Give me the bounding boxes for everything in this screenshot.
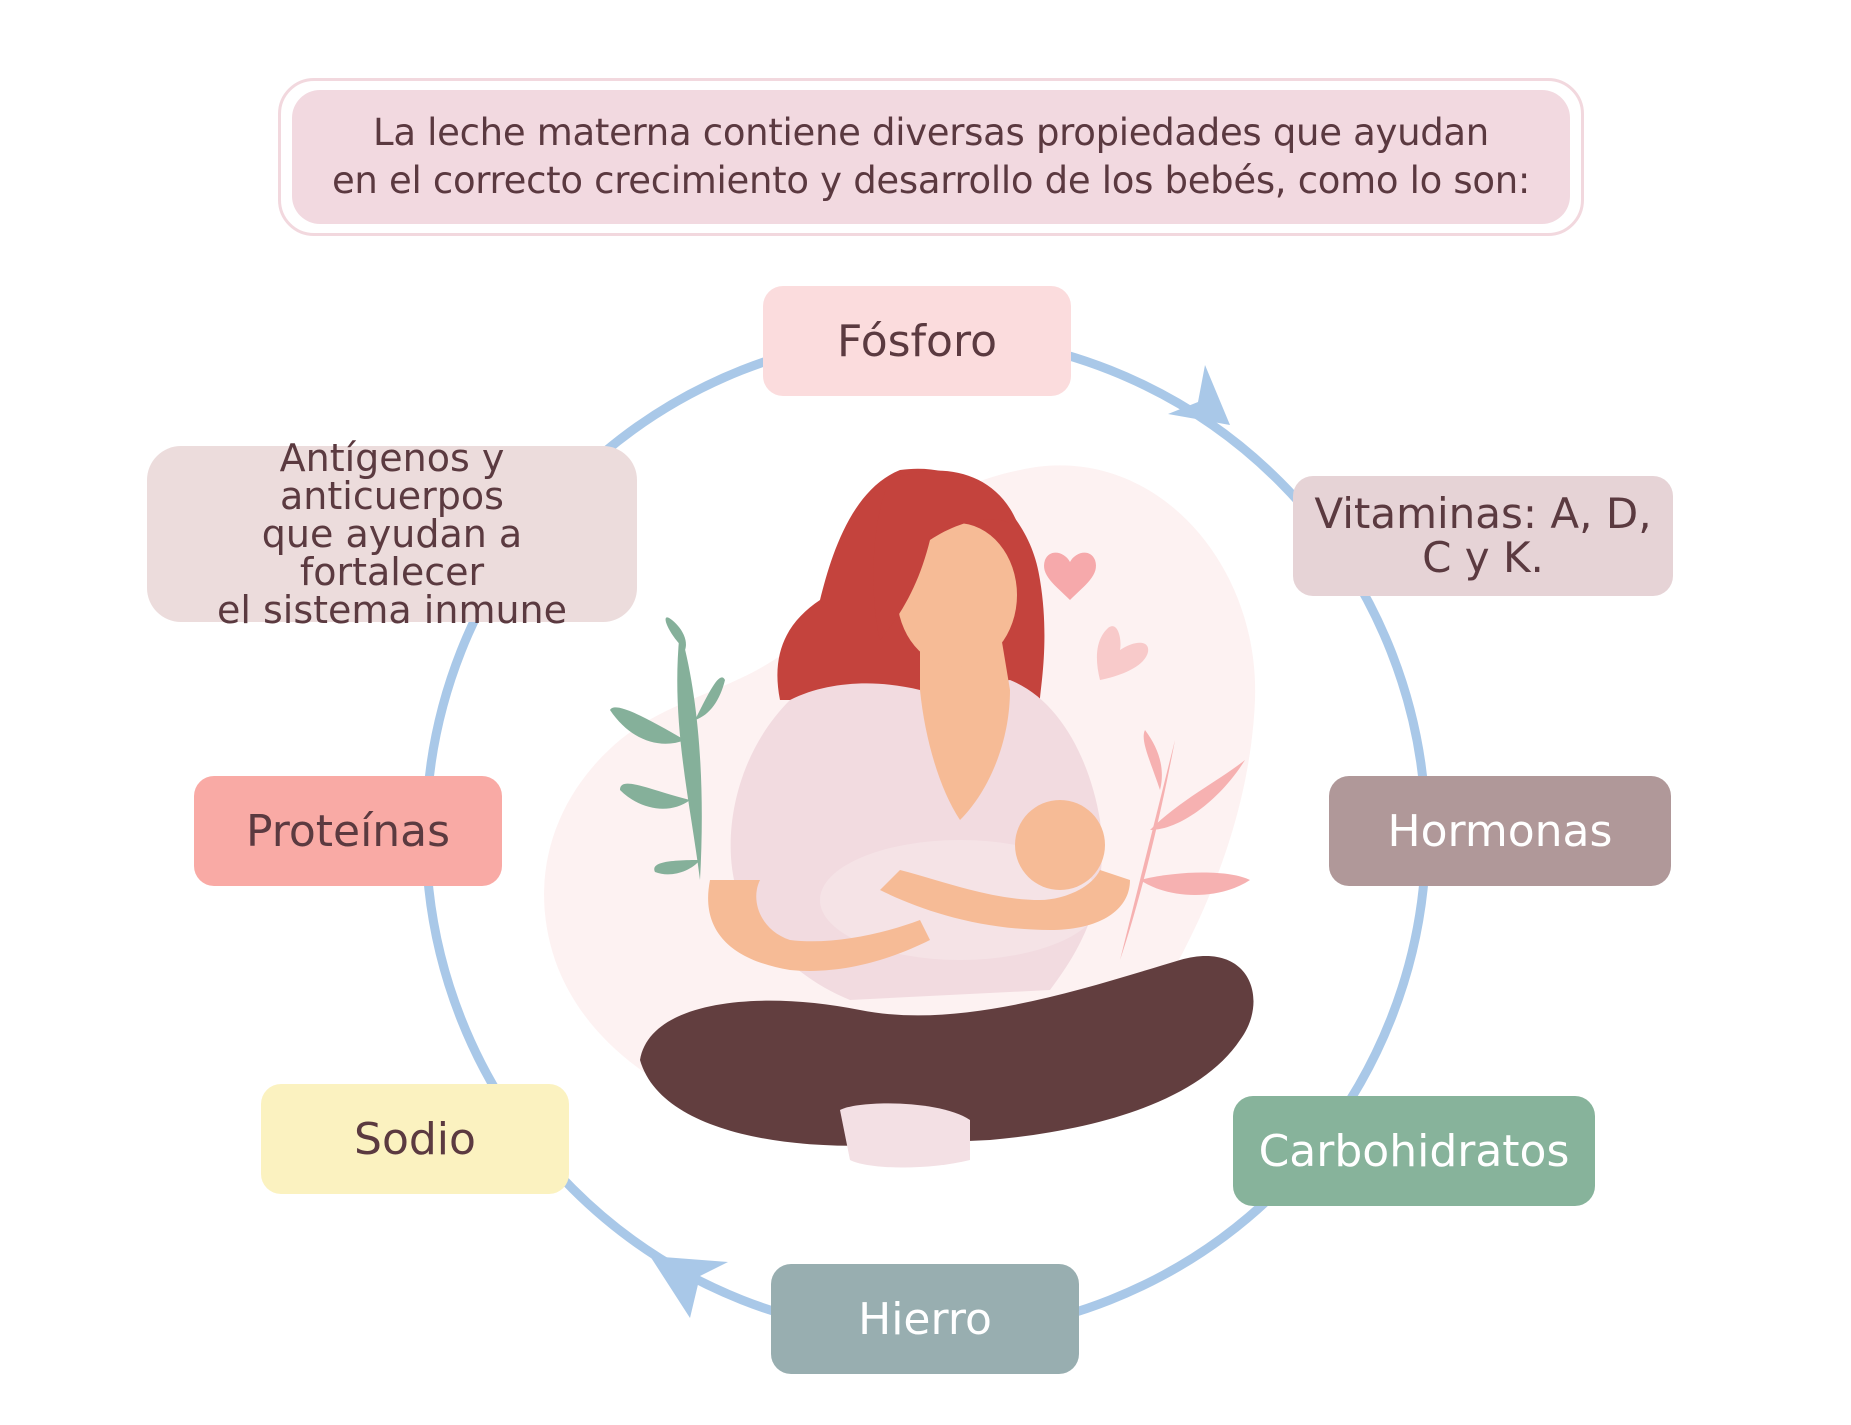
node-hormonas: Hormonas <box>1329 776 1671 886</box>
node-vitaminas-line-1: Vitaminas: A, D, <box>1314 489 1652 538</box>
node-vitaminas: Vitaminas: A, D, C y K. <box>1293 476 1673 596</box>
node-sodio: Sodio <box>261 1084 569 1194</box>
header-line-2: en el correcto crecimiento y desarrollo … <box>331 159 1531 202</box>
header-frame <box>278 78 1584 236</box>
header-line-1: La leche materna contiene diversas propi… <box>373 111 1489 154</box>
node-antigenos-line-1: Antígenos y anticuerpos <box>279 436 505 518</box>
node-antigenos-line-3: el sistema inmune <box>216 588 568 632</box>
node-vitaminas-line-2: C y K. <box>1422 533 1544 582</box>
node-proteinas: Proteínas <box>194 776 502 886</box>
arrow-head-bottom-left-icon <box>650 1256 728 1318</box>
node-fosforo-label: Fósforo <box>836 315 998 367</box>
node-antigenos-line-2: que ayudan a fortalecer <box>261 512 523 594</box>
node-carbohidratos-label: Carbohidratos <box>1258 1125 1570 1177</box>
node-hormonas-label: Hormonas <box>1387 805 1613 857</box>
node-fosforo: Fósforo <box>763 286 1071 396</box>
arrow-head-top-right-icon <box>1168 365 1230 425</box>
node-antigenos: Antígenos y anticuerpos que ayudan a for… <box>147 439 637 629</box>
node-sodio-label: Sodio <box>354 1113 476 1165</box>
node-carbohidratos: Carbohidratos <box>1233 1096 1595 1206</box>
node-hierro: Hierro <box>771 1264 1079 1374</box>
node-hierro-label: Hierro <box>858 1293 992 1345</box>
node-proteinas-label: Proteínas <box>245 805 451 857</box>
header-text-box: La leche materna contiene diversas propi… <box>292 90 1570 224</box>
